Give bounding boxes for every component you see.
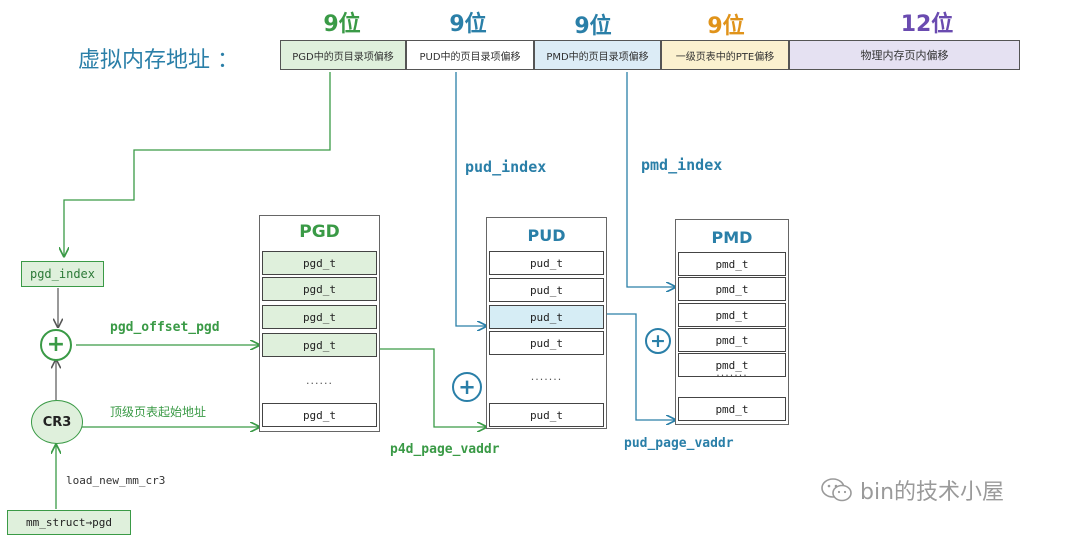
plus-symbol: + (46, 332, 66, 357)
plus-icon: + (452, 372, 482, 402)
mm-struct-box: mm_struct→pgd (7, 510, 131, 535)
line-pgd-index (64, 72, 331, 256)
cr3-register: CR3 (31, 400, 83, 444)
pmd-entry: pmd_t (678, 328, 786, 352)
p4d-page-vaddr-label: p4d_page_vaddr (390, 442, 500, 457)
plus-icon: + (645, 328, 671, 354)
line-pud-index (455, 72, 486, 326)
bits-pud: 9位 (449, 12, 487, 37)
pmd-table: PMD pmd_t pmd_t pmd_t pmd_t pmd_t ......… (675, 219, 789, 425)
pgd-table: PGD pgd_t pgd_t pgd_t pgd_t ...... pgd_t (259, 215, 380, 432)
pgd-entry: pgd_t (262, 251, 377, 275)
segment-pgd-offset: PGD中的页目录项偏移 (280, 40, 406, 70)
pmd-ellipsis-visible: ....... (716, 366, 748, 379)
wechat-icon (821, 478, 852, 502)
segment-pte-offset: 一级页表中的PTE偏移 (661, 40, 789, 70)
pud-ellipsis: ....... (530, 370, 563, 383)
pud-entry: pud_t (489, 331, 604, 355)
pud-entry: pud_t (489, 403, 604, 427)
pud-table: PUD pud_t pud_t pud_t pud_t ....... pud_… (486, 217, 607, 429)
pmd-title: PMD (711, 228, 753, 247)
watermark-text: bin的技术小屋 (860, 480, 1005, 505)
pmd-entry: pmd_t (678, 303, 786, 327)
pud-page-vaddr-label: pud_page_vaddr (624, 436, 734, 451)
pgd-index-box: pgd_index (21, 261, 104, 287)
pgd-entry: pgd_t (262, 305, 377, 329)
bits-pgd: 9位 (323, 12, 361, 37)
cr3-label: CR3 (42, 414, 72, 430)
plus-symbol: + (458, 374, 476, 399)
pgd-entry: pgd_t (262, 277, 377, 301)
pmd-entry: pmd_t (678, 252, 786, 276)
pmd-entry: pmd_t (678, 277, 786, 301)
line-pud-pmd (607, 313, 675, 420)
virtual-address-label: 虚拟内存地址 ： (78, 48, 239, 73)
line-pgd-pud (380, 348, 486, 427)
line-pmd-index (626, 72, 675, 287)
bits-pmd: 9位 (574, 14, 612, 39)
pgd-entry: pgd_t (262, 403, 377, 427)
top-table-label: 顶级页表起始地址 (110, 405, 207, 419)
pud-entry: pud_t (489, 278, 604, 302)
pgd-offset-label: pgd_offset_pgd (110, 320, 220, 335)
plus-icon: + (40, 329, 72, 361)
pud-index-label: pud_index (465, 158, 547, 176)
bits-pte: 9位 (707, 14, 745, 39)
pmd-entry: pmd_t (678, 397, 786, 421)
pgd-title: PGD (299, 222, 340, 242)
pud-entry: pud_t (489, 305, 604, 329)
pgd-ellipsis: ...... (306, 374, 333, 387)
pud-entry: pud_t (489, 251, 604, 275)
pud-title: PUD (527, 226, 566, 245)
segment-page-offset: 物理内存页内偏移 (789, 40, 1020, 70)
pmd-index-label: pmd_index (641, 156, 723, 174)
segment-pmd-offset: PMD中的页目录项偏移 (534, 40, 661, 70)
segment-pud-offset: PUD中的页目录项偏移 (406, 40, 534, 70)
pgd-entry: pgd_t (262, 333, 377, 357)
plus-symbol: + (650, 329, 666, 352)
watermark: bin的技术小屋 (820, 474, 1004, 506)
pmd-entry: pmd_t (678, 353, 786, 377)
load-cr3-label: load_new_mm_cr3 (66, 474, 166, 487)
bits-offset: 12位 (900, 12, 954, 37)
